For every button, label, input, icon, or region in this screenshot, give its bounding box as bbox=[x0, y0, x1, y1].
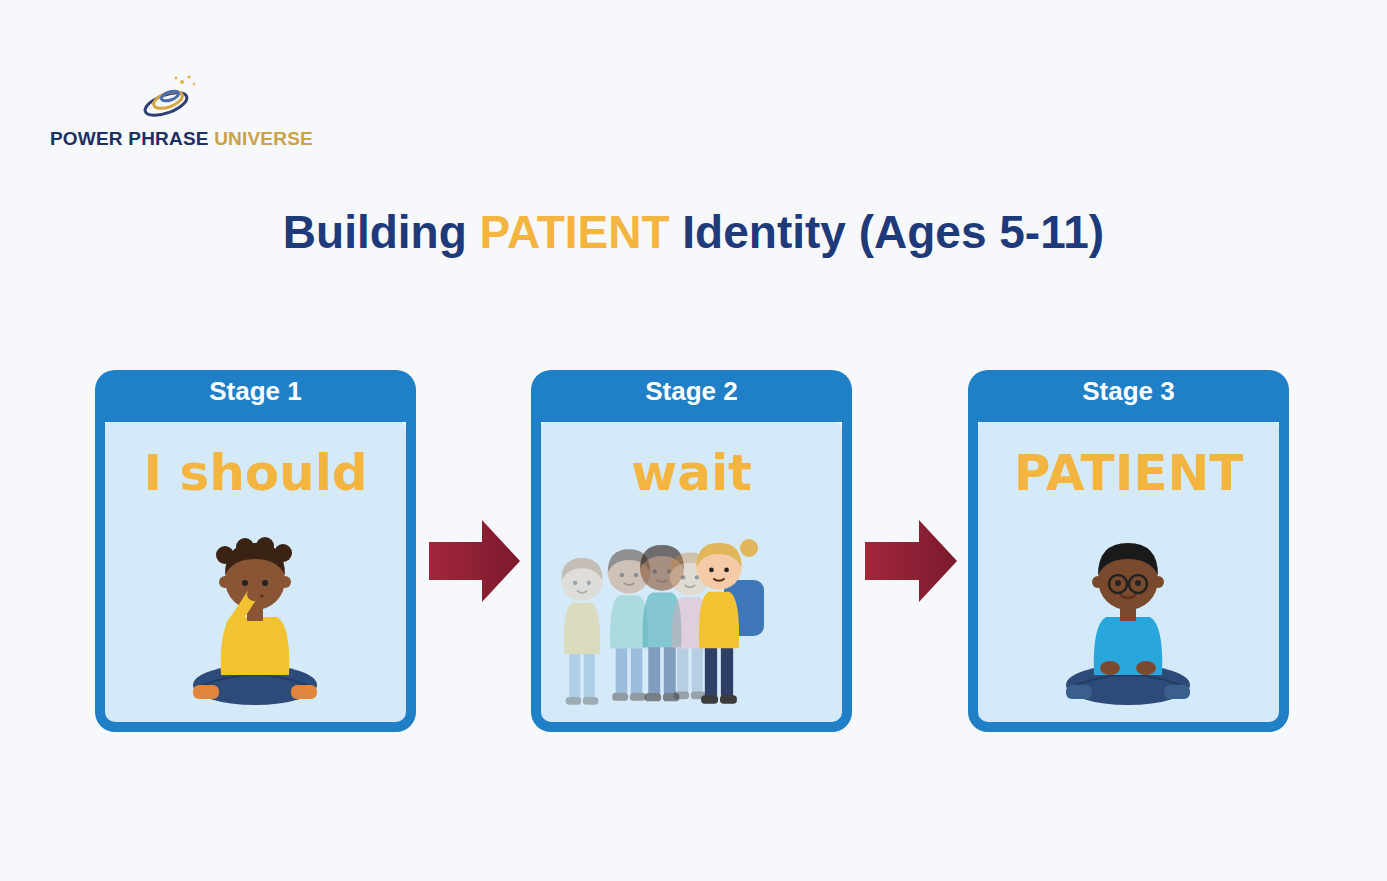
panel-ground bbox=[103, 420, 407, 724]
stage-word: PATIENT bbox=[978, 422, 1279, 502]
panel-ground bbox=[539, 420, 843, 724]
logo-icon bbox=[142, 75, 195, 120]
children-walking bbox=[561, 539, 764, 705]
stage-heading: Stage 1 bbox=[105, 376, 406, 407]
stage-box: Stage 1 I should bbox=[95, 370, 416, 732]
diagram-title: Building PATIENT Identity (Ages 5-11) bbox=[0, 205, 1387, 259]
logo-wordmark: POWER PHRASE UNIVERSE bbox=[50, 128, 313, 150]
stage-word: wait bbox=[541, 422, 842, 502]
stage-heading: Stage 2 bbox=[541, 376, 842, 407]
block-arrow bbox=[429, 520, 520, 602]
block-arrow bbox=[865, 520, 957, 602]
stage-heading: Stage 3 bbox=[978, 376, 1279, 407]
stage-box: Stage 2 wait bbox=[531, 370, 852, 732]
panel-ground bbox=[976, 420, 1280, 724]
stage-word: I should bbox=[105, 422, 406, 502]
patient-child bbox=[1066, 543, 1190, 705]
stage-box: Stage 3 PATIENT bbox=[968, 370, 1289, 732]
thinking-child bbox=[193, 537, 317, 705]
